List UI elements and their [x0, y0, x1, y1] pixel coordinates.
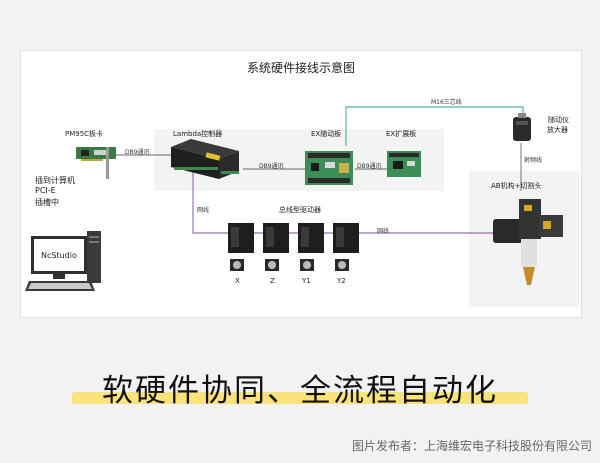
ab-head-label: AB机构+切割头	[491, 182, 542, 190]
db9-wire-label-3: DB9通讯	[357, 163, 382, 170]
axis-label-x: X	[235, 277, 240, 285]
servo-motors-image	[230, 259, 349, 271]
lambda-controller-image	[171, 139, 239, 179]
pc-insert-label-1: 插到计算机	[35, 176, 75, 185]
network-wire-label-1: 网线	[197, 207, 210, 214]
slogan-highlight	[72, 392, 528, 404]
diagram-title: 系统硬件接线示意图	[246, 61, 355, 75]
ex-follow-board-image	[305, 151, 353, 185]
wiring-diagram-panel: 系统硬件接线示意图	[20, 50, 582, 318]
lambda-label: Lambda控制器	[173, 130, 223, 138]
follow-amp-label-1: 随动仪	[548, 116, 569, 124]
ab-cutting-head-image	[493, 199, 563, 285]
wiring-lines	[25, 106, 563, 291]
follow-amp-label-2: 放大器	[547, 126, 568, 134]
ex-expand-label: EX扩展板	[386, 130, 417, 138]
axis-label-y1: Y1	[302, 277, 311, 285]
computer-image	[25, 231, 101, 291]
pm95c-label: PM95C板卡	[65, 130, 104, 138]
pc-insert-label-3: 插槽中	[35, 198, 59, 207]
pm95c-card-image	[76, 147, 116, 179]
axis-label-y2: Y2	[337, 277, 346, 285]
db9-wire-label-1: DB9通讯	[125, 149, 150, 156]
follow-amplifier-image	[513, 113, 531, 141]
ncstudio-label: NcStudio	[41, 251, 77, 260]
pc-insert-label-2: PCI-E	[35, 186, 56, 195]
rf-wire-label: 射频线	[524, 157, 543, 164]
network-wire-label-2: 网线	[377, 228, 390, 235]
image-credit: 图片发布者：上海维宏电子科技股份有限公司	[351, 439, 592, 453]
m16-wire-label: M16三芯线	[431, 99, 462, 106]
axis-label-z: Z	[270, 277, 275, 285]
ex-expand-board-image	[387, 151, 421, 177]
bus-drivers-label: 总线型驱动器	[279, 206, 321, 214]
db9-wire-label-2: DB9通讯	[259, 163, 284, 170]
servo-drives-image	[228, 223, 359, 253]
slogan-text: 软硬件协同、全流程自动化	[102, 373, 498, 409]
ex-follow-label: EX随动板	[311, 130, 342, 138]
